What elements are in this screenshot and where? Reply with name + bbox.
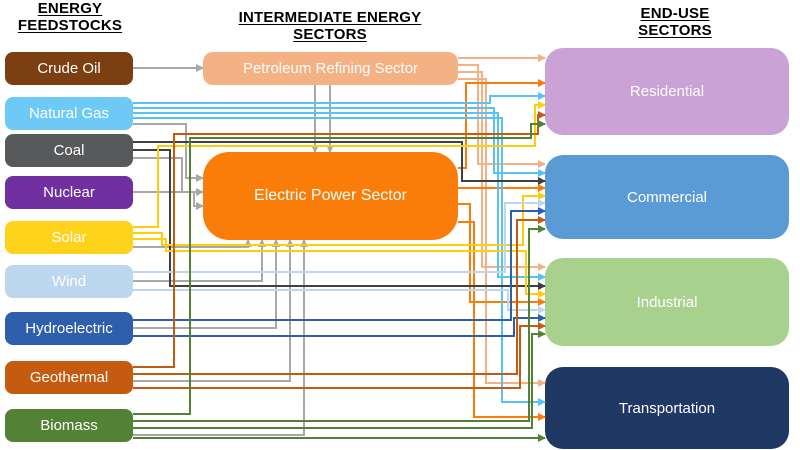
end-use-column-header: END-USE SECTORS <box>638 5 712 40</box>
feedstock-hydroelectric: Hydroelectric <box>5 312 133 345</box>
transportation-label: Transportation <box>618 399 716 417</box>
residential-label: Residential <box>629 83 705 100</box>
end-use-residential: Residential <box>545 48 789 135</box>
feedstock-nuclear: Nuclear <box>5 176 133 209</box>
geothermal-label: Geothermal <box>29 369 109 386</box>
natural-gas-label: Natural Gas <box>28 105 110 122</box>
end-use-commercial: Commercial <box>545 155 789 239</box>
biomass-label: Biomass <box>40 417 98 434</box>
feedstocks-column-header: ENERGY FEEDSTOCKS <box>17 0 123 35</box>
end-use-transportation: Transportation <box>545 367 789 449</box>
end-use-industrial: Industrial <box>545 258 789 346</box>
intermediate-column-header: INTERMEDIATE ENERGY SECTORS <box>238 9 422 44</box>
sector-electric-power: Electric Power Sector <box>203 152 458 240</box>
hydroelectric-label: Hydroelectric <box>25 320 113 337</box>
wind-label: Wind <box>51 273 87 290</box>
crude-oil-label: Crude Oil <box>37 60 101 77</box>
feedstock-biomass: Biomass <box>5 409 133 442</box>
feedstock-geothermal: Geothermal <box>5 361 133 394</box>
feedstock-solar: Solar <box>5 221 133 254</box>
feedstock-natural-gas: Natural Gas <box>5 97 133 130</box>
feedstock-wind: Wind <box>5 265 133 298</box>
sector-petroleum-refining: Petroleum Refining Sector <box>203 52 458 85</box>
petroleum-refining-label: Petroleum Refining Sector <box>242 60 419 77</box>
feedstock-coal: Coal <box>5 134 133 167</box>
electric-power-label: Electric Power Sector <box>254 187 407 204</box>
solar-label: Solar <box>51 229 87 246</box>
nuclear-label: Nuclear <box>43 184 95 201</box>
feedstock-crude-oil: Crude Oil <box>5 52 133 85</box>
coal-label: Coal <box>53 142 85 159</box>
industrial-label: Industrial <box>636 293 698 311</box>
commercial-label: Commercial <box>626 188 707 206</box>
